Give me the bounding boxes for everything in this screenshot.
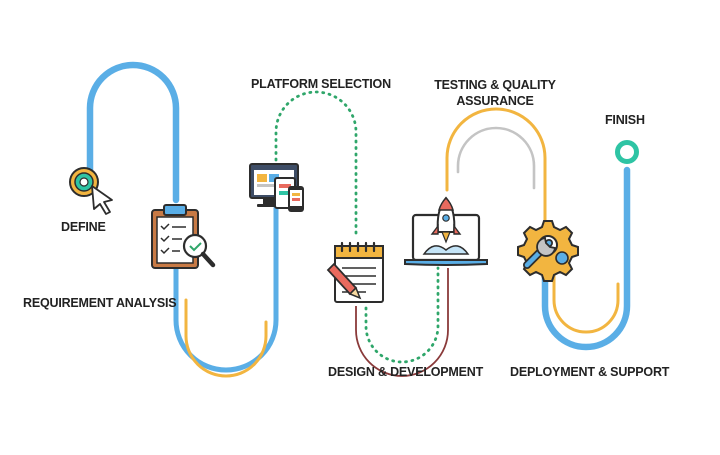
path-define-requirement [86,61,180,204]
finish-ring-icon [615,140,639,164]
gear-wrench-icon [517,220,579,282]
path-requirement-platform-yellow [184,298,268,378]
path-testing-deployment-yellow [445,107,547,224]
devices-icon [249,163,304,212]
path-design-testing-solid [355,268,449,377]
stage-label-testing-quality-assurance: TESTING & QUALITY ASSURANCE [430,77,560,109]
path-deployment-finish-yellow [552,270,620,334]
stage-label-finish: FINISH [605,113,645,127]
clipboard-magnifier-icon [151,204,216,269]
path-platform-design [274,90,358,240]
stage-label-deployment-support: DEPLOYMENT & SUPPORT [510,365,670,379]
stage-label-design-development: DESIGN & DEVELOPMENT [328,365,484,379]
path-design-testing-dotted [364,266,440,364]
stage-label-define: DEFINE [61,220,106,234]
stage-label-testing-line2: ASSURANCE [456,94,534,108]
laptop-rocket-icon [404,196,488,266]
target-cursor-icon [69,167,113,215]
notepad-pencil-icon [326,241,384,303]
path-testing-deployment-grey [456,126,536,190]
path-deployment-finish-blue [541,166,631,351]
stage-label-requirement-analysis: REQUIREMENT ANALYSIS [23,296,177,310]
stage-label-platform-selection: PLATFORM SELECTION [251,77,391,91]
stage-label-testing-line1: TESTING & QUALITY [434,78,556,92]
path-requirement-platform-blue [173,205,279,373]
